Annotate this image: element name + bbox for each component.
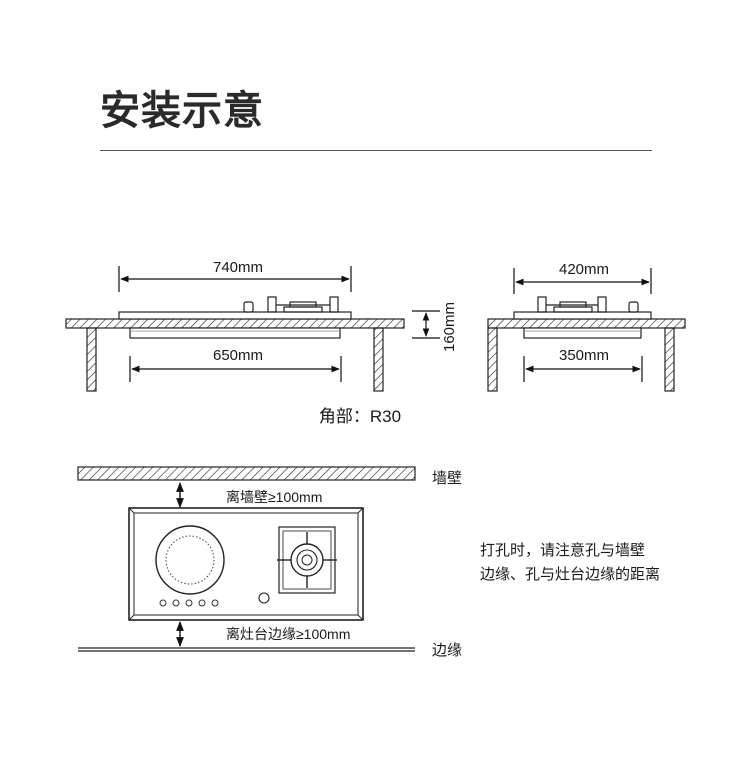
cabinet-leg-right-b: [664, 327, 675, 392]
dimension-label-350: 350mm: [559, 347, 609, 364]
instruction-line-2: 边缘、孔与灶台边缘的距离: [480, 566, 660, 583]
control-dot-1: [159, 599, 167, 607]
countertop-slab: [65, 318, 405, 329]
induction-zone-icon: [155, 525, 225, 595]
cabinet-leg-right: [373, 327, 384, 392]
wall-label: 墙壁: [432, 470, 462, 487]
edge-label: 边缘: [432, 642, 462, 659]
gas-burner-icon: [277, 526, 337, 594]
control-dot-3: [185, 599, 193, 607]
control-dot-5: [211, 599, 219, 607]
wall-hatch: [77, 466, 416, 481]
instruction-line-1: 打孔时，请注意孔与墙壁: [480, 541, 645, 559]
page-title: 安装示意: [100, 88, 264, 134]
pan-support-left: [267, 296, 339, 313]
touch-controls: [159, 599, 219, 607]
dimension-label-160: 160mm: [441, 302, 458, 352]
side-view-right: 420mm 350mm: [487, 261, 686, 392]
wall-distance-label: 离墙壁≥100mm: [226, 489, 322, 505]
hob-top-plate: [118, 311, 352, 320]
dimension-label-650: 650mm: [213, 347, 263, 364]
side-view-left: 740mm 650mm 160mm: [65, 259, 458, 392]
knob-side: [243, 301, 254, 313]
hob-body-right: [523, 327, 642, 339]
gas-knob-icon: [258, 592, 270, 604]
title-divider: [100, 150, 652, 151]
induction-coil-icon: [165, 535, 215, 585]
control-dot-2: [172, 599, 180, 607]
control-dot-4: [198, 599, 206, 607]
hob-top-plate-right: [513, 311, 652, 320]
top-view: 墙壁 离墙壁≥100mm: [77, 466, 462, 659]
dimension-label-740: 740mm: [213, 259, 263, 276]
cabinet-leg-right-a: [487, 327, 498, 392]
hob-body: [129, 327, 341, 339]
corner-radius-label: 角部：R30: [319, 407, 401, 426]
cabinet-leg-left: [86, 327, 97, 392]
dimension-label-420: 420mm: [559, 261, 609, 278]
countertop-slab-right: [487, 318, 686, 329]
knob-side-right: [628, 301, 639, 313]
hob-inner-outline: [133, 512, 359, 616]
pan-support-right: [537, 296, 607, 313]
edge-distance-label: 离灶台边缘≥100mm: [226, 626, 350, 642]
